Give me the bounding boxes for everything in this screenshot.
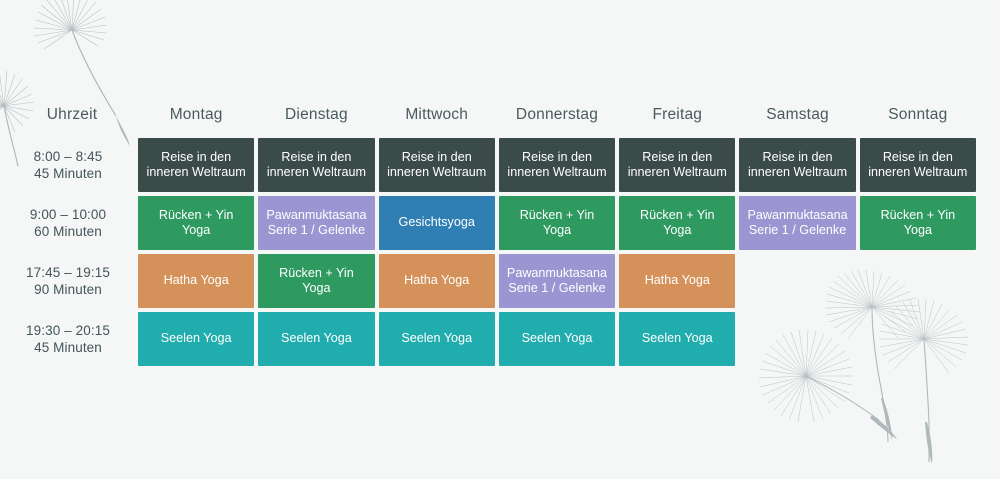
class-cell[interactable]: Pawanmuktasana Serie 1 / Gelenke <box>498 254 616 308</box>
time-range: 9:00 – 10:00 <box>29 207 107 222</box>
time-duration: 90 Minuten <box>34 282 102 297</box>
class-cell[interactable]: Gesichtsyoga <box>378 196 495 250</box>
column-header-dienstag: Dienstag <box>285 106 348 123</box>
time-range: 19:30 – 20:15 <box>26 323 110 338</box>
class-cell[interactable]: Seelen Yoga <box>258 312 375 366</box>
class-cell[interactable]: Rücken + Yin Yoga <box>258 254 375 308</box>
class-cell[interactable]: Hatha Yoga <box>138 254 255 308</box>
time-slot-label: 17:45 – 19:15 90 Minuten <box>10 254 134 308</box>
schedule-grid: Uhrzeit Montag Dienstag Mittwoch Donnerstag F… <box>10 96 976 366</box>
class-cell[interactable]: Reise in den inneren Weltraum <box>619 138 736 192</box>
column-header-samstag: Samstag <box>766 106 829 123</box>
class-cell[interactable]: Reise in den inneren Weltraum <box>138 138 255 192</box>
class-cell[interactable]: Rücken + Yin Yoga <box>619 196 736 250</box>
column-header-mittwoch: Mittwoch <box>405 106 469 123</box>
time-duration: 45 Minuten <box>34 340 102 355</box>
time-slot-label: 19:30 – 20:15 45 Minuten <box>10 312 134 366</box>
class-cell-empty <box>739 312 855 366</box>
column-header-uhrzeit: Uhrzeit <box>46 106 98 123</box>
time-duration: 45 Minuten <box>34 166 102 181</box>
column-header-freitag: Freitag <box>652 106 703 123</box>
column-header-montag: Montag <box>169 106 223 123</box>
class-cell[interactable]: Pawanmuktasana Serie 1 / Gelenke <box>258 196 375 250</box>
class-cell[interactable]: Reise in den inneren Weltraum <box>739 138 856 192</box>
class-cell[interactable]: Reise in den inneren Weltraum <box>258 138 375 192</box>
time-slot-label: 9:00 – 10:00 60 Minuten <box>10 196 134 250</box>
class-cell[interactable]: Reise in den inneren Weltraum <box>498 138 616 192</box>
time-duration: 60 Minuten <box>34 224 102 239</box>
class-cell[interactable]: Rücken + Yin Yoga <box>859 196 976 250</box>
class-cell[interactable]: Seelen Yoga <box>138 312 255 366</box>
class-cell[interactable]: Pawanmuktasana Serie 1 / Gelenke <box>739 196 856 250</box>
class-cell[interactable]: Reise in den inneren Weltraum <box>378 138 495 192</box>
class-cell[interactable]: Hatha Yoga <box>619 254 736 308</box>
class-cell[interactable]: Reise in den inneren Weltraum <box>859 138 976 192</box>
class-cell[interactable]: Seelen Yoga <box>619 312 736 366</box>
class-cell-empty <box>739 254 855 308</box>
class-cell[interactable]: Seelen Yoga <box>498 312 616 366</box>
class-cell[interactable]: Hatha Yoga <box>378 254 495 308</box>
time-slot-label: 8:00 – 8:45 45 Minuten <box>10 138 134 192</box>
column-header-donnerstag: Donnerstag <box>515 106 599 123</box>
time-range: 8:00 – 8:45 <box>33 149 103 164</box>
class-cell-empty <box>860 254 976 308</box>
class-cell[interactable]: Seelen Yoga <box>378 312 495 366</box>
time-range: 17:45 – 19:15 <box>26 265 110 280</box>
class-cell-empty <box>860 312 976 366</box>
column-header-sonntag: Sonntag <box>888 106 948 123</box>
class-cell[interactable]: Rücken + Yin Yoga <box>138 196 255 250</box>
class-cell[interactable]: Rücken + Yin Yoga <box>498 196 616 250</box>
